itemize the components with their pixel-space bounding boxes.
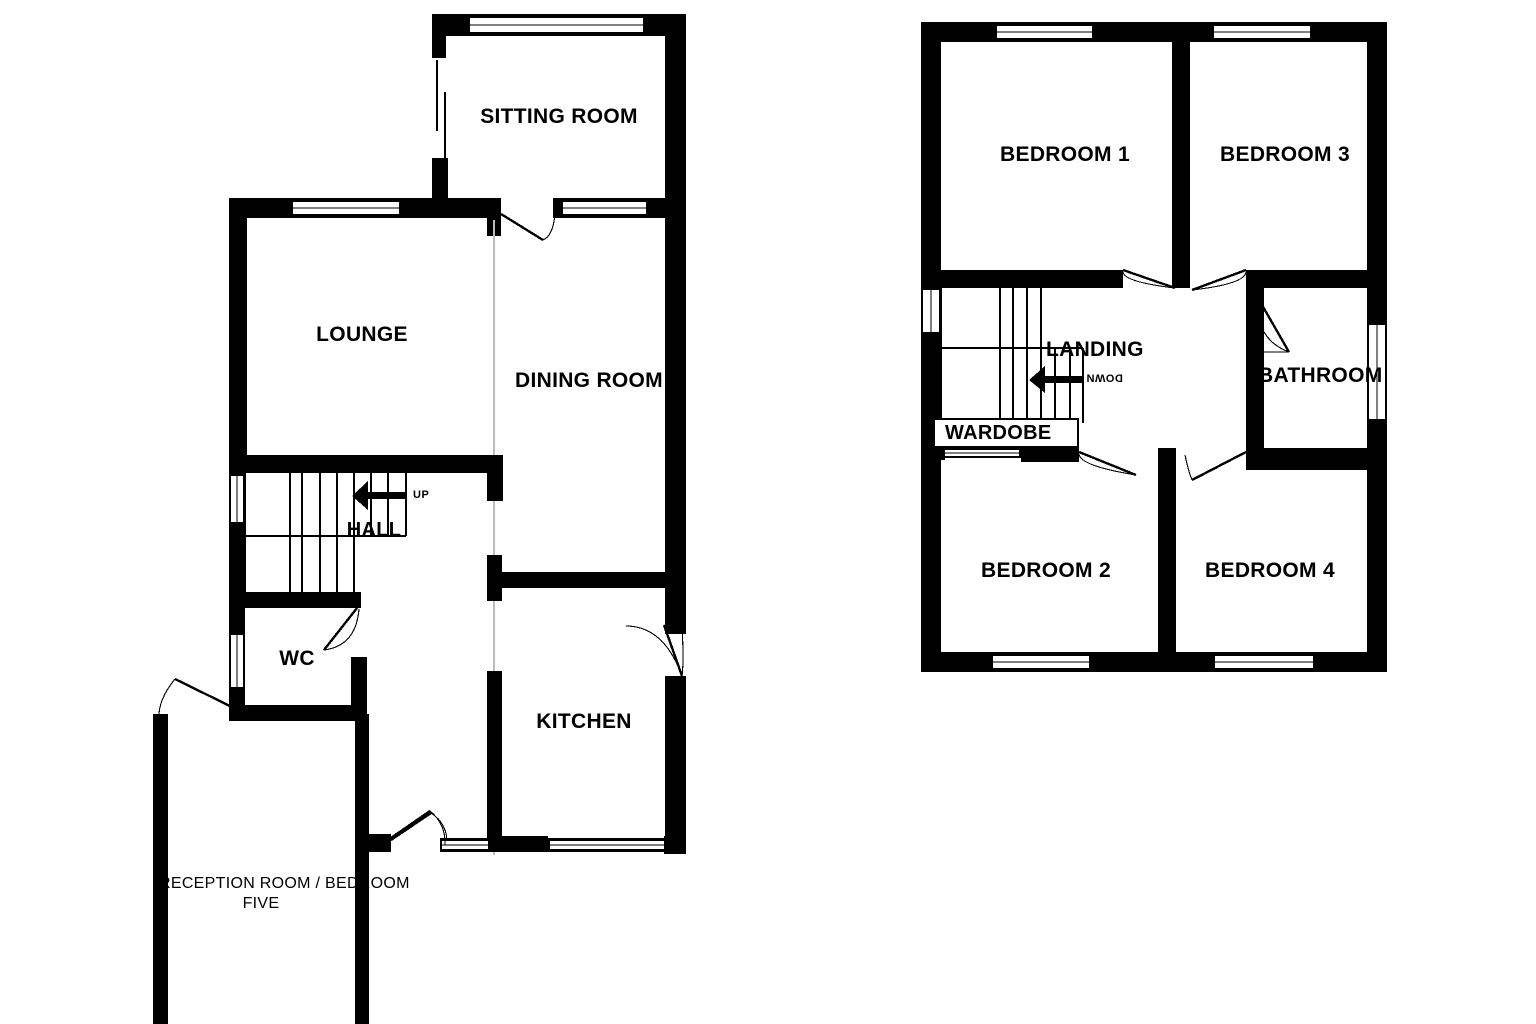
up-arrow-icon xyxy=(352,481,406,510)
first-floor-plan xyxy=(921,22,1387,672)
ground-floor-plan xyxy=(153,14,686,1024)
down-arrow-icon xyxy=(1029,366,1083,393)
